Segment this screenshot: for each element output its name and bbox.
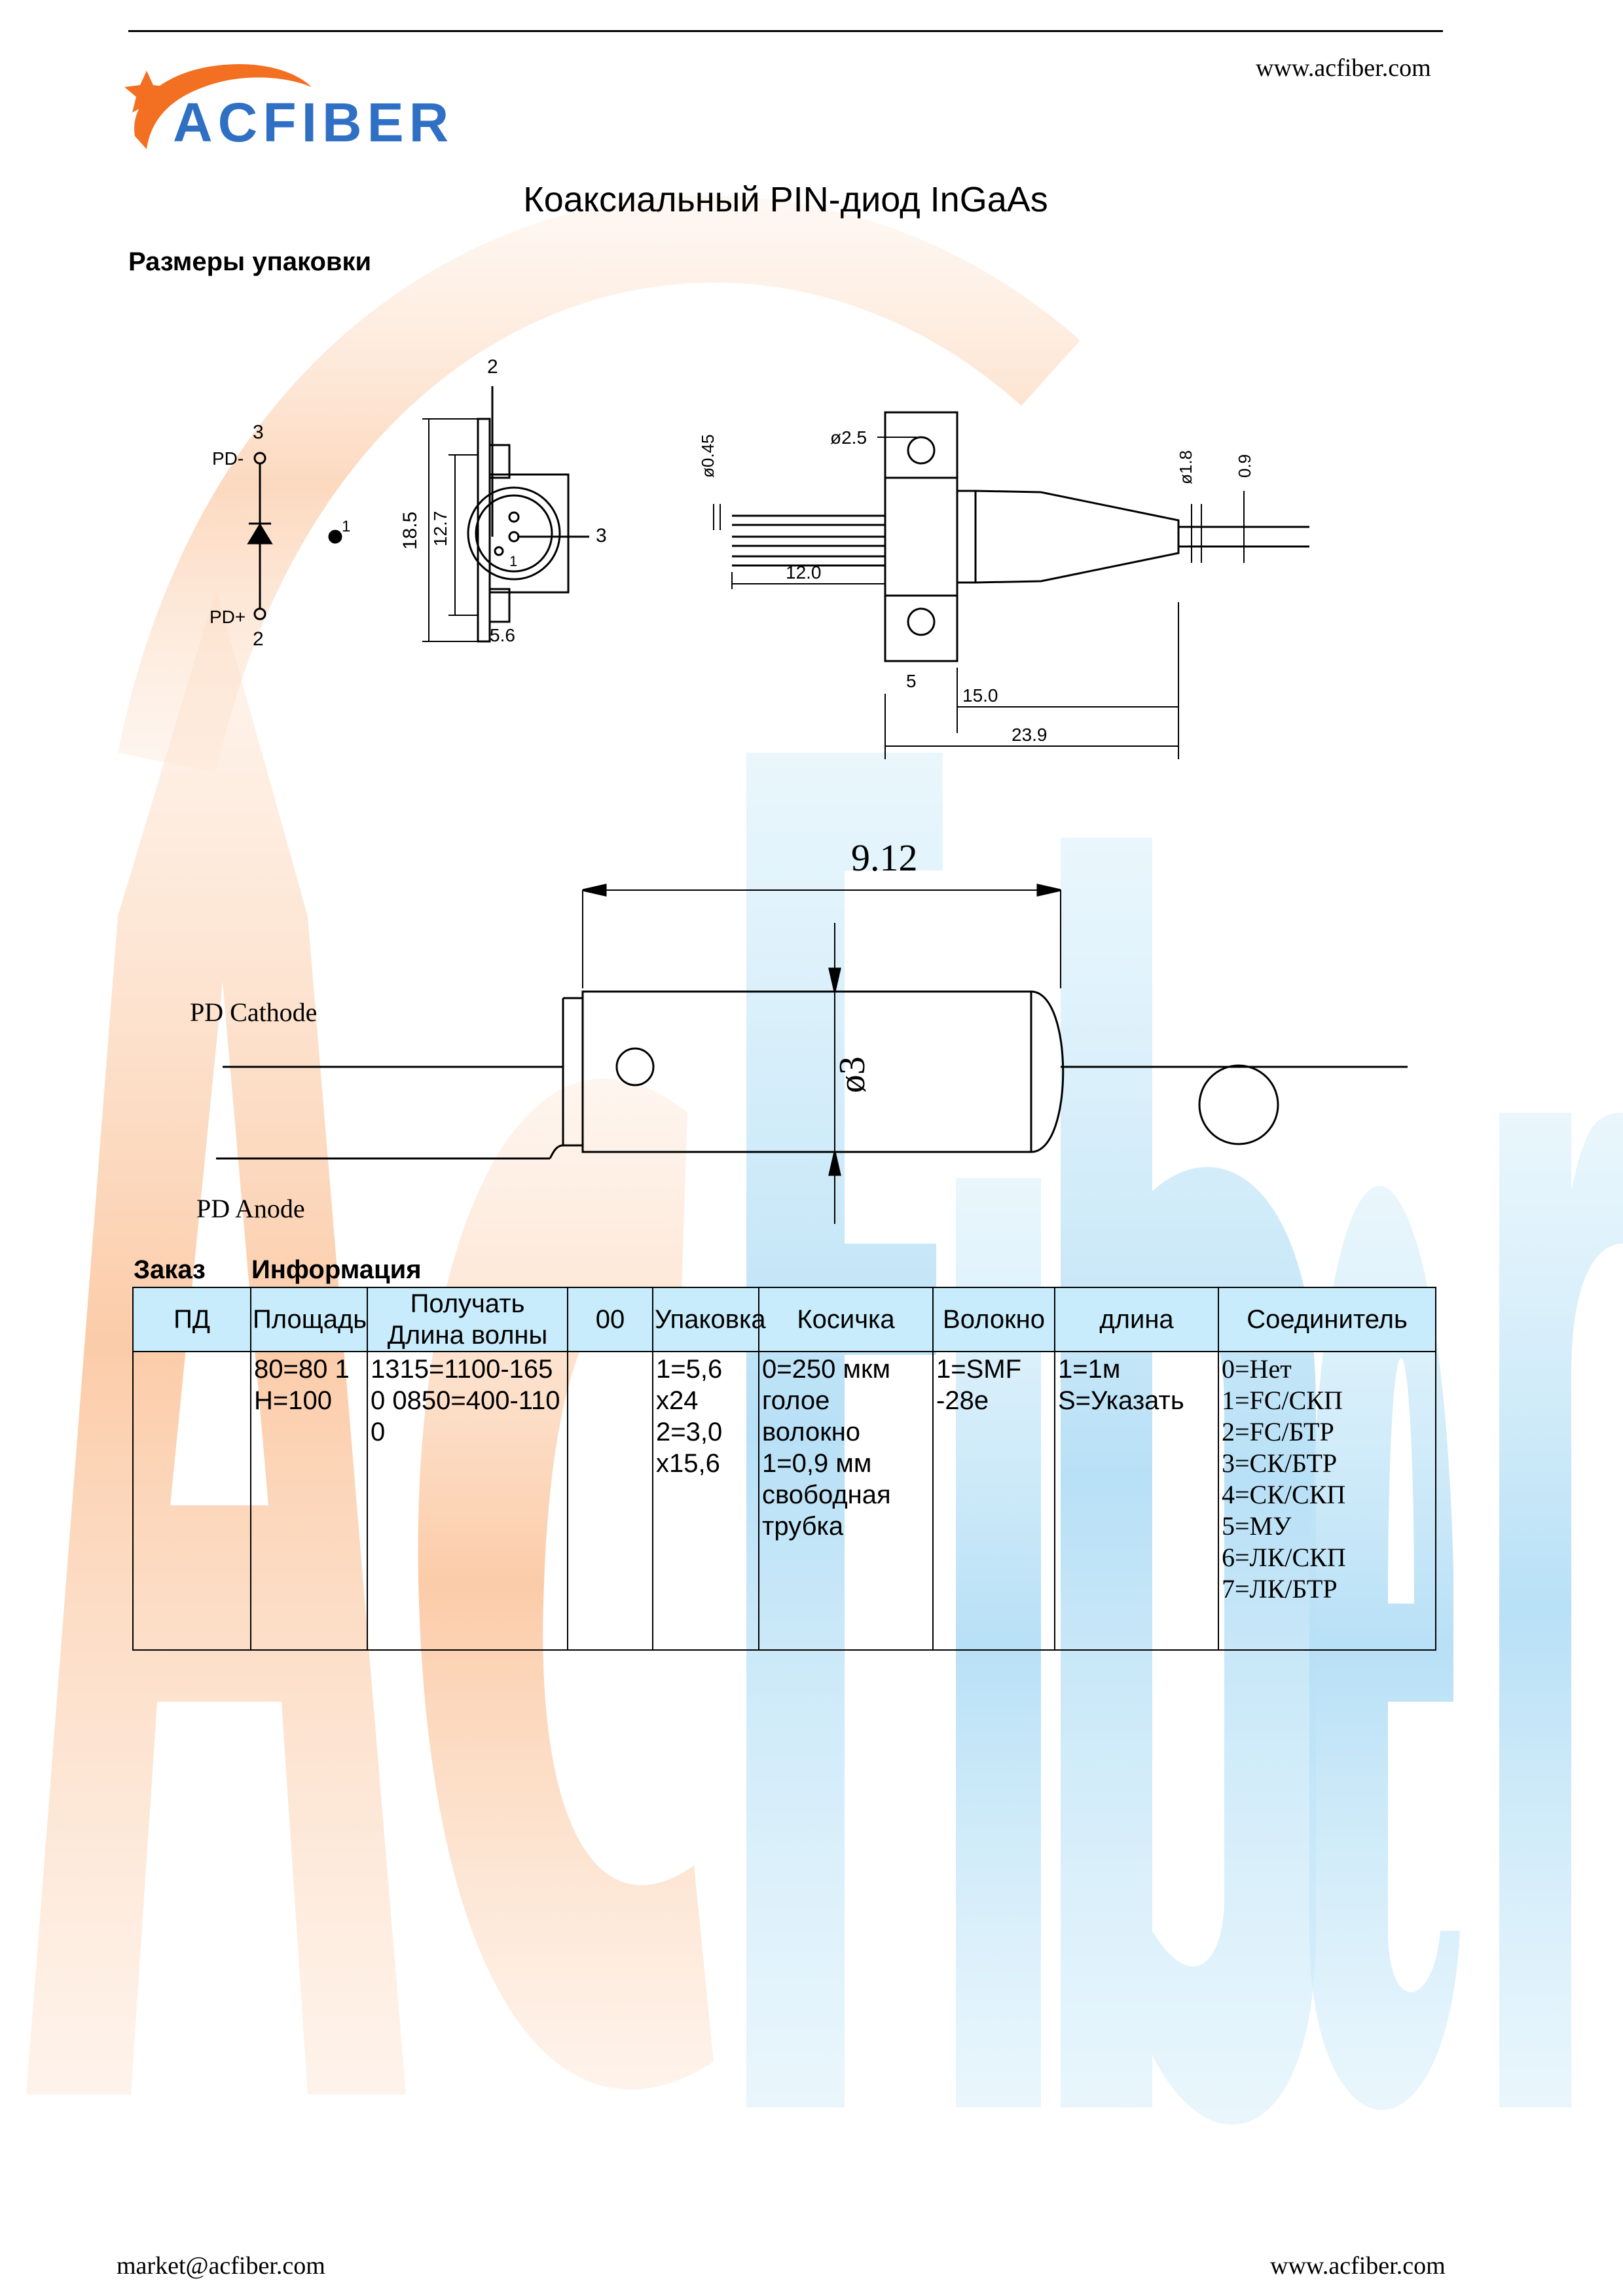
col-header-area: Площадь <box>250 1287 368 1352</box>
front-pin-right: 3 <box>596 525 607 547</box>
cell-pd <box>132 1351 251 1651</box>
col-header-00: 00 <box>567 1287 653 1352</box>
pin2-label: PD+ <box>210 607 246 627</box>
dim-height-inner: 12.7 <box>430 511 450 547</box>
dim-length: 9.12 <box>851 836 918 879</box>
table-header-row: ПД Площадь Получать Длина волны 00 Упако… <box>132 1287 1436 1352</box>
front-view: 2 3 1 18.5 12.7 5.6 <box>399 356 607 645</box>
order-info-table: ПД Площадь Получать Длина волны 00 Упако… <box>132 1287 1436 1651</box>
logo-text: ACFIBER <box>173 92 454 153</box>
dim-body: 15.0 <box>962 685 998 706</box>
diode-schematic: 3 PD- PD+ 2 1 <box>210 422 350 650</box>
order-label-2: Информация <box>251 1255 422 1284</box>
header-website: www.acfiber.com <box>1256 54 1431 82</box>
logo-swoosh <box>134 64 312 149</box>
footer-email: market@acfiber.com <box>117 2252 325 2280</box>
col-header-pigtail: Косичка <box>758 1287 934 1352</box>
anode-label: PD Anode <box>196 1194 305 1223</box>
cathode-label: PD Cathode <box>190 997 317 1027</box>
dim-flange: 5 <box>906 671 917 691</box>
order-label-1: Заказ <box>134 1255 206 1284</box>
col-header-connector: Соединитель <box>1218 1287 1436 1352</box>
col-header-package: Упаковка <box>652 1287 766 1352</box>
coaxial-package-drawing: 9.12 PD Cathode PD Anode ø3 <box>190 836 1408 1224</box>
cell-connector: 0=Нет 1=FC/СКП 2=FC/БТР 3=СК/БТР 4=СК/СК… <box>1218 1351 1436 1651</box>
dim-hole: ø2.5 <box>830 427 867 448</box>
pin1-number: 1 <box>342 518 350 535</box>
dim-pin-length: 12.0 <box>786 562 822 583</box>
header-rule <box>128 30 1443 32</box>
cell-area: 80=80 1Н=100 <box>250 1351 368 1651</box>
front-pin-bottom: 1 <box>509 553 517 569</box>
cell-package: 1=5,6 x24 2=3,0 x15,6 <box>652 1351 759 1651</box>
cell-pigtail: 0=250 мкм голое волокно 1=0,9 мм свободн… <box>758 1351 934 1651</box>
cell-fiber: 1=SMF -28e <box>932 1351 1055 1651</box>
cell-00 <box>567 1351 653 1651</box>
col-header-fiber: Волокно <box>932 1287 1055 1352</box>
acfiber-logo: ACFIBER <box>124 64 454 153</box>
star-icon <box>124 71 169 113</box>
side-view: ø0.45 ø2.5 12.0 ø1.8 0.9 5 15.0 <box>698 411 1309 759</box>
col-header-pd: ПД <box>132 1287 251 1352</box>
col-header-length: длина <box>1054 1287 1219 1352</box>
col-header-wavelength: Получать Длина волны <box>367 1287 568 1352</box>
dim-width: 5.6 <box>490 625 515 645</box>
dim-pin-diameter: ø0.45 <box>698 435 718 478</box>
footer-website: www.acfiber.com <box>1270 2252 1446 2280</box>
pin3-number: 3 <box>253 422 264 443</box>
pin2-number: 2 <box>253 628 264 650</box>
section-heading: Размеры упаковки <box>128 247 372 276</box>
table-row: 80=80 1Н=100 1315=1100-1650 0850=400-110… <box>132 1351 1436 1651</box>
pin3-label: PD- <box>212 448 244 469</box>
page-title: Коаксиальный PIN-диод InGaAs <box>523 180 1048 219</box>
dim-fiber: 0.9 <box>1235 454 1254 478</box>
dim-total: 23.9 <box>1012 725 1048 745</box>
front-pin-top: 2 <box>487 356 498 378</box>
cell-wavelength: 1315=1100-1650 0850=400-1100 <box>367 1351 568 1651</box>
package-dimensions-drawing: 3 PD- PD+ 2 1 2 3 1 18.5 12.7 <box>210 356 1309 759</box>
dim-tip-diameter: ø1.8 <box>1176 450 1195 484</box>
dim-diameter: ø3 <box>832 1056 873 1093</box>
dim-height-outer: 18.5 <box>399 512 421 550</box>
cell-length: 1=1м S=Указать <box>1054 1351 1219 1651</box>
